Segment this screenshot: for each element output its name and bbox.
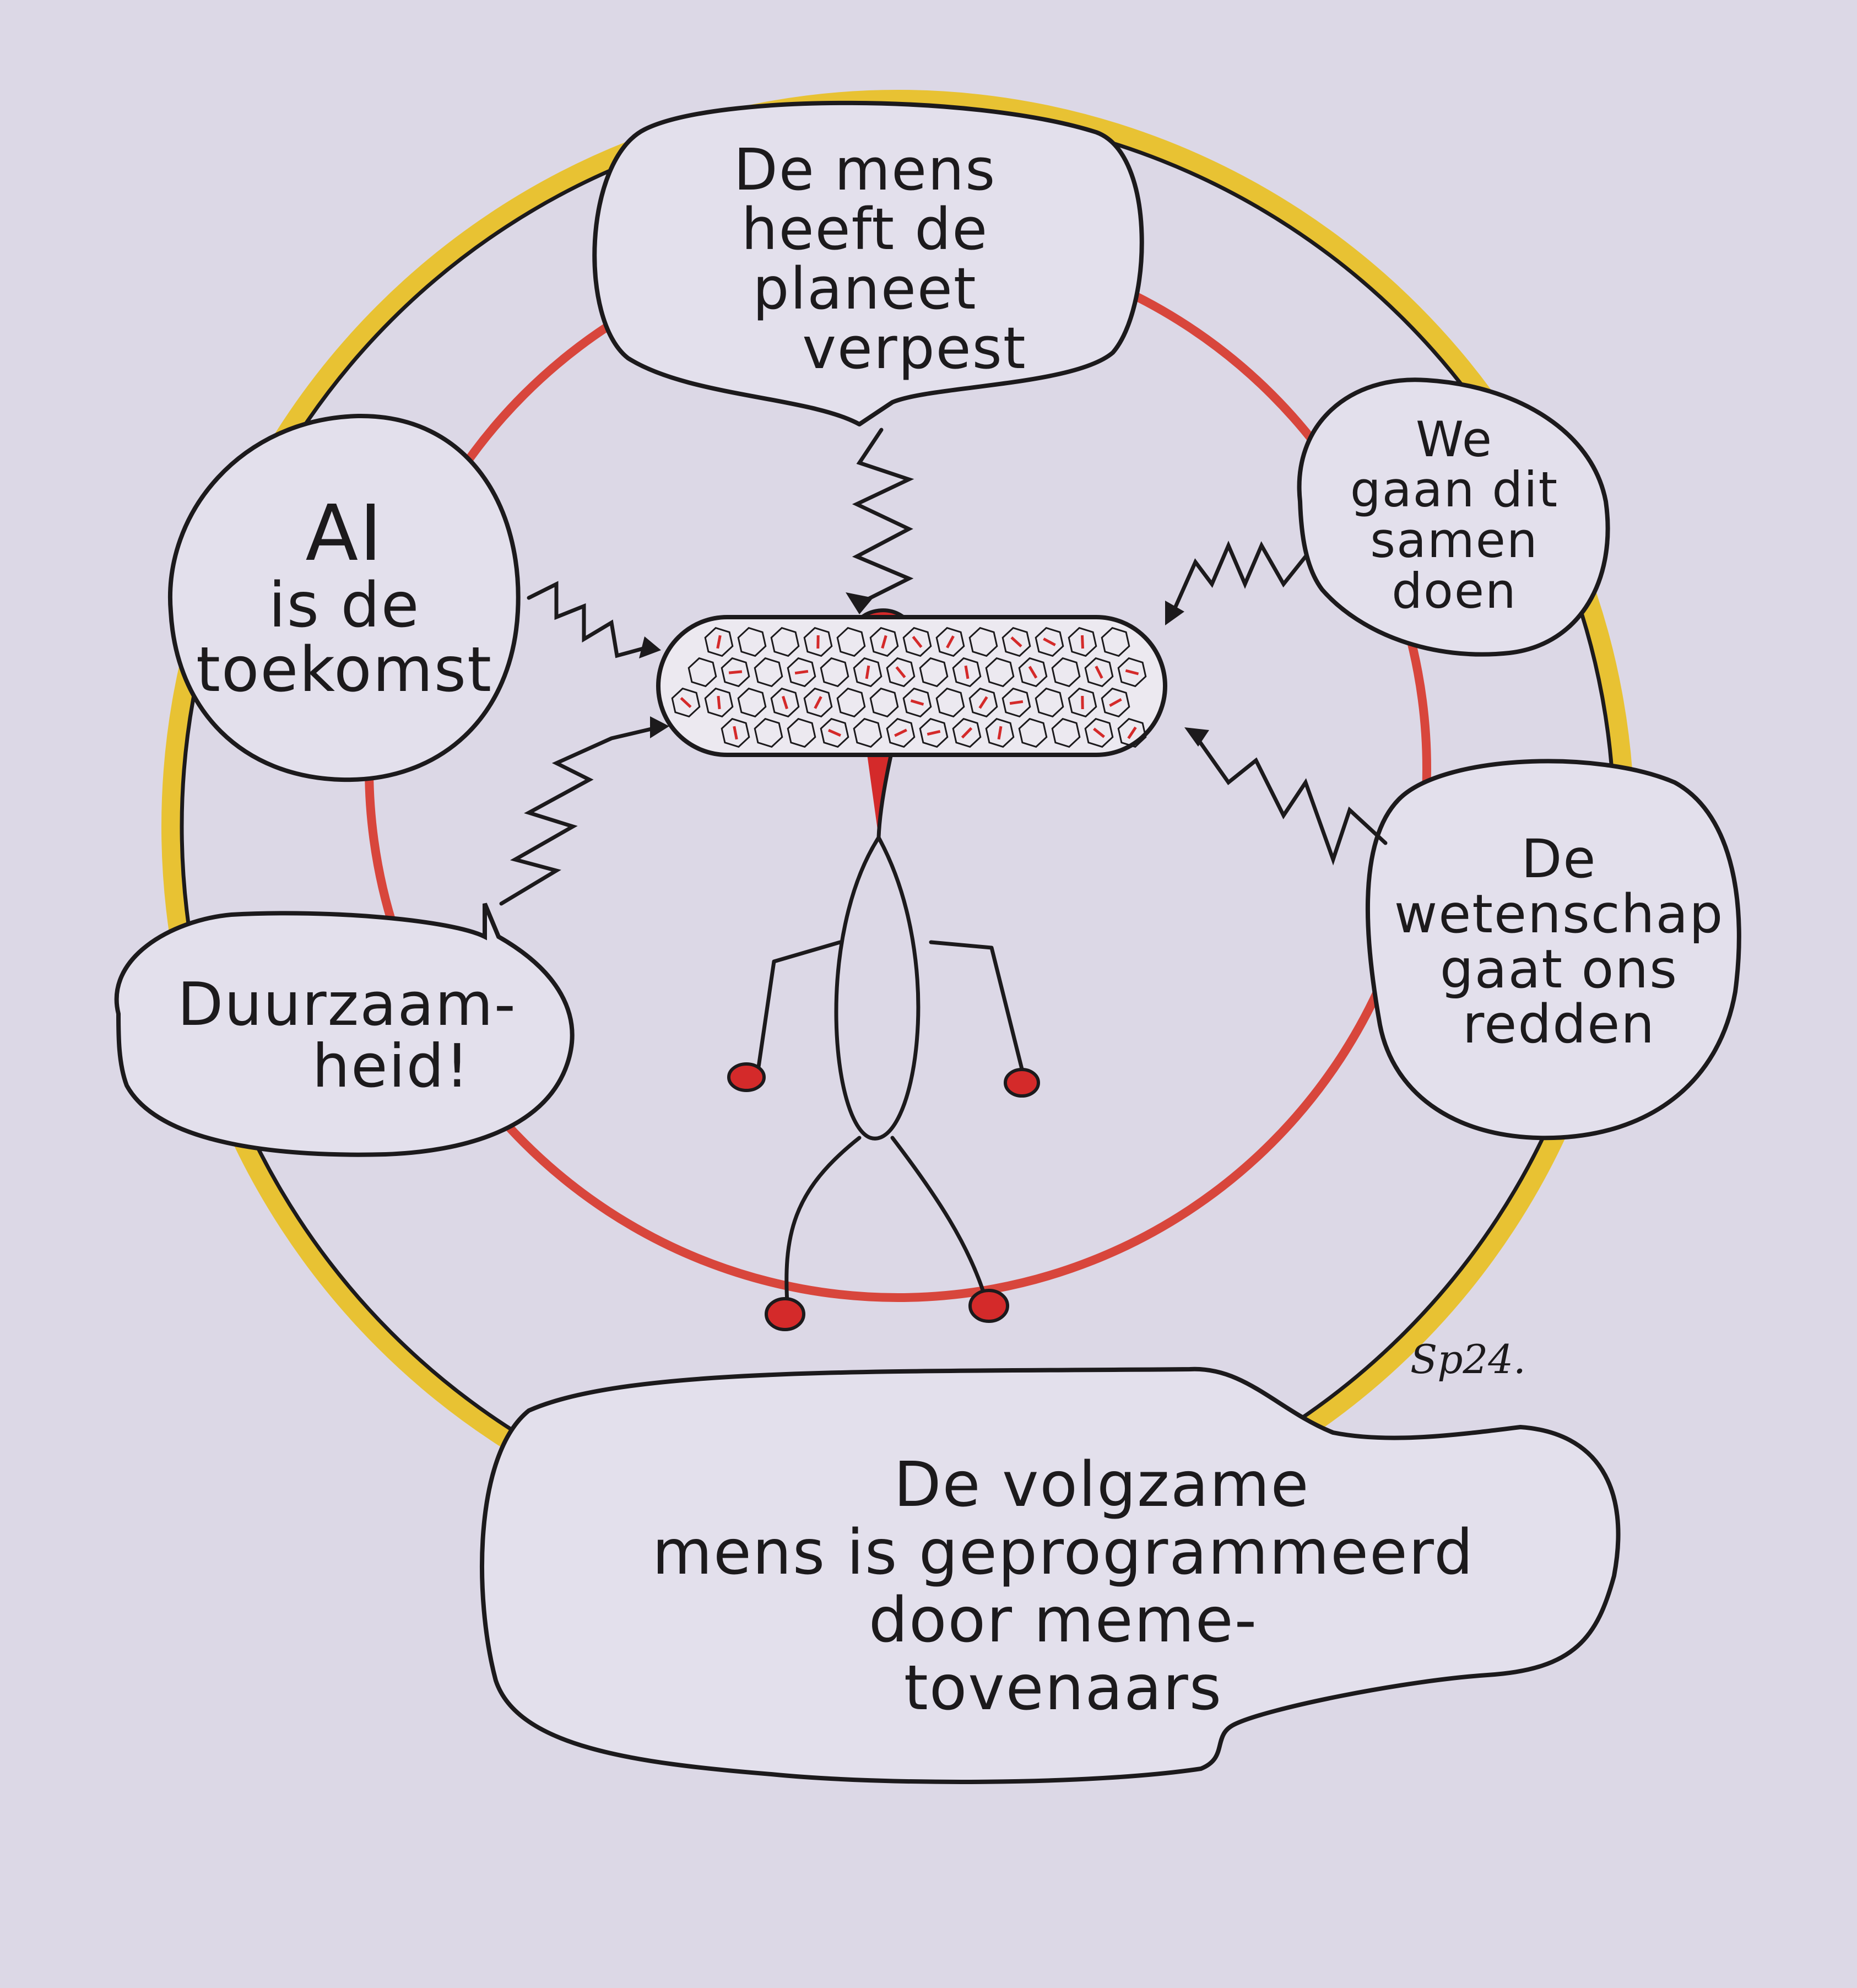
bubble-bottom-line-2: mens is geprogrammeerd	[652, 1519, 1474, 1587]
artist-signature: Sp24.	[1410, 1336, 1526, 1382]
bubble-right-lower-line-3: gaat ons	[1440, 942, 1678, 997]
bubble-top-text: De mens heeft de planeet verpest	[606, 138, 1124, 380]
bubble-right-lower-text: De wetenschap gaat ons redden	[1383, 766, 1735, 1119]
blindfold-red-mark	[729, 672, 742, 673]
bubble-right-upper-line-4: doen	[1392, 566, 1517, 617]
bubble-right-lower-line-4: redden	[1463, 997, 1655, 1052]
bubble-left-text: AI is de toekomst	[182, 435, 507, 760]
right-foot-dot	[970, 1290, 1008, 1321]
arrow-from-right-lower	[1195, 736, 1385, 860]
bubble-left-line-3: toekomst	[196, 638, 492, 702]
bubble-top-line-1: De mens	[734, 140, 997, 199]
right-hand-dot	[1005, 1069, 1038, 1096]
bubble-left-lower-line-2: heid!	[224, 1036, 470, 1098]
arrow-from-left-lower	[501, 727, 658, 904]
bubble-right-lower-line-2: wetenschap	[1394, 887, 1724, 942]
blindfold-red-mark	[1010, 701, 1023, 703]
bubble-bottom-text: De volgzame mens is geprogrammeerd door …	[518, 1411, 1609, 1763]
figure-left-arm	[757, 942, 840, 1074]
bubble-right-upper-line-1: We	[1416, 414, 1493, 465]
bubble-right-upper-line-3: samen	[1370, 515, 1538, 566]
blindfold-red-mark	[795, 671, 808, 673]
figure-right-leg	[892, 1138, 986, 1300]
blindfold-band	[658, 617, 1165, 755]
bubble-bottom-line-1: De volgzame	[816, 1451, 1309, 1519]
left-foot-dot	[766, 1299, 804, 1330]
figure-right-arm	[931, 942, 1025, 1080]
arrow-head-right-lower	[1184, 727, 1209, 747]
bubble-top-line-4: verpest	[703, 318, 1026, 378]
bubble-left-lower-line-1: Duurzaam-	[177, 974, 517, 1036]
bubble-bottom-line-3: door meme-	[869, 1587, 1258, 1655]
arrow-from-right-upper	[1173, 545, 1306, 612]
bubble-bottom-line-4: tovenaars	[904, 1655, 1222, 1722]
bubble-top-line-3: planeet	[752, 259, 977, 318]
left-hand-dot	[729, 1064, 764, 1090]
bubble-right-lower-line-1: De	[1522, 832, 1597, 887]
bubble-top-line-2: heeft de	[741, 199, 989, 259]
arrow-head-left	[639, 636, 661, 658]
bubble-left-line-1: AI	[305, 494, 383, 574]
figure-body-loop	[836, 838, 918, 1138]
bubble-right-upper-text: We gaan dit samen doen	[1311, 388, 1598, 642]
bubble-left-line-2: is de	[268, 574, 420, 638]
arrow-from-top	[857, 430, 909, 603]
bubble-left-lower-text: Duurzaam- heid!	[132, 931, 562, 1141]
arrow-from-left	[529, 584, 647, 656]
blindfold-red-mark	[1082, 635, 1083, 649]
blindfold-red-mark	[718, 696, 719, 709]
bubble-right-upper-line-2: gaan dit	[1350, 464, 1558, 515]
